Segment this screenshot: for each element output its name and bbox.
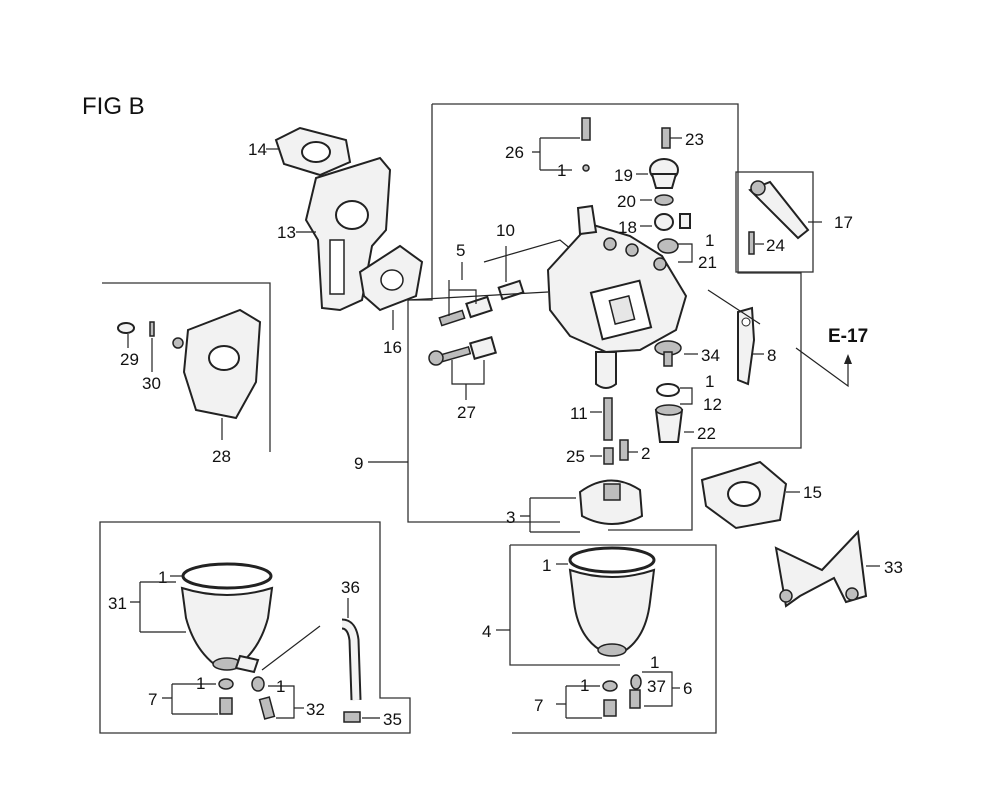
gasket-16	[358, 244, 424, 312]
drain-screw-32	[251, 676, 276, 720]
arrow-icon	[844, 354, 852, 364]
reference-label: E-17	[828, 326, 868, 347]
screw-27	[428, 336, 498, 366]
callout-33: 33	[884, 558, 903, 577]
screw-37	[629, 674, 642, 709]
cap-19	[649, 158, 679, 189]
plate-13	[304, 156, 392, 312]
callout-1i: 1	[276, 677, 285, 696]
jet-22	[654, 404, 684, 443]
choke-lever-17	[748, 180, 810, 240]
callout-1g: 1	[158, 568, 167, 587]
washer-12	[656, 383, 680, 397]
callout-1f: 1	[650, 653, 659, 672]
spring-20	[654, 194, 674, 206]
insulator-15	[700, 460, 788, 530]
carburetor-body	[546, 204, 688, 389]
float-chamber-bracket-4	[509, 545, 620, 666]
gasket-14	[274, 126, 352, 177]
callout-1b: 1	[705, 231, 714, 250]
callout-7b: 7	[534, 696, 543, 715]
callout-8: 8	[767, 346, 776, 365]
callout-12: 12	[703, 395, 722, 414]
throttle-stop-screw-5	[438, 295, 493, 327]
callout-34: 34	[701, 346, 720, 365]
callout-21: 21	[698, 253, 717, 272]
callout-18: 18	[618, 218, 637, 237]
callout-19: 19	[614, 166, 633, 185]
washer-26	[582, 164, 590, 172]
fuel-bowl-kit-box	[99, 521, 411, 734]
insulator-28	[172, 308, 262, 420]
float-8	[737, 306, 756, 386]
screw-34	[654, 340, 682, 367]
callout-14: 14	[248, 140, 267, 159]
callout-16: 16	[383, 338, 402, 357]
pilot-screw-10	[497, 279, 525, 301]
float-chamber-4	[568, 546, 656, 657]
callout-3: 3	[506, 508, 515, 527]
clip-35	[343, 711, 361, 723]
callout-30: 30	[142, 374, 161, 393]
callout-13: 13	[277, 223, 296, 242]
callout-10: 10	[496, 221, 515, 240]
washer-7a	[218, 678, 234, 690]
washer-7b	[602, 680, 618, 692]
callout-23: 23	[685, 130, 704, 149]
jet-25	[603, 447, 614, 465]
callout-4: 4	[482, 622, 491, 641]
callout-28: 28	[212, 447, 231, 466]
callout-26: 26	[505, 143, 524, 162]
bolt-7a	[219, 697, 233, 715]
figure-title: FIG B	[82, 93, 145, 120]
callout-1e: 1	[580, 676, 589, 695]
oring-21	[657, 238, 679, 254]
callout-32: 32	[306, 700, 325, 719]
callout-1a: 1	[557, 161, 566, 180]
carburetor-group-box	[432, 103, 802, 531]
insulator-plate-box	[102, 282, 271, 452]
callout-17: 17	[834, 213, 853, 232]
callout-25: 25	[566, 447, 585, 466]
callout-1d: 1	[542, 556, 551, 575]
callout-7a: 7	[148, 690, 157, 709]
callout-24: 24	[766, 236, 785, 255]
bolt-7b	[603, 699, 617, 717]
float-3	[578, 479, 644, 525]
callout-22: 22	[697, 424, 716, 443]
screw-23	[661, 127, 671, 149]
callout-35: 35	[383, 710, 402, 729]
callout-27: 27	[457, 403, 476, 422]
callout-36: 36	[341, 578, 360, 597]
pin-24	[748, 231, 755, 255]
callout-5: 5	[456, 241, 465, 260]
bracket-33	[774, 529, 868, 608]
callout-37: 37	[647, 677, 666, 696]
pin-29	[117, 322, 135, 334]
callout-9: 9	[354, 454, 363, 473]
pin-2	[619, 439, 629, 461]
hose-36	[341, 618, 362, 701]
needle-18	[654, 213, 691, 231]
callout-6: 6	[683, 679, 692, 698]
callout-2: 2	[641, 444, 650, 463]
callout-1c: 1	[705, 372, 714, 391]
fuel-bowl-31	[180, 562, 274, 674]
pin-30	[149, 321, 155, 337]
callout-11: 11	[570, 404, 588, 423]
callout-20: 20	[617, 192, 636, 211]
screw-26	[581, 117, 591, 141]
callout-1h: 1	[196, 674, 205, 693]
callout-29: 29	[120, 350, 139, 369]
callout-31: 31	[108, 594, 127, 613]
float-chamber-box	[510, 544, 717, 734]
emulsion-tube-11	[603, 397, 613, 441]
callout-15: 15	[803, 483, 822, 502]
